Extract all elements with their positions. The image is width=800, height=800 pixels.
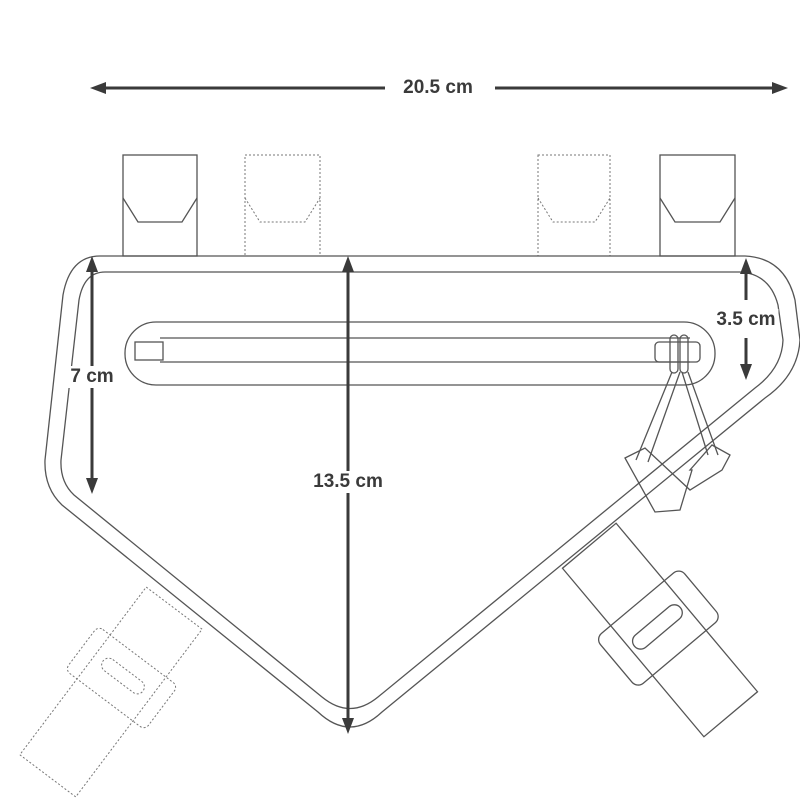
depth-arrow [740,258,752,380]
total-height-label: 13.5 cm [310,471,386,493]
bag-outer-outline [44,255,800,728]
left-lower-strap [19,586,203,798]
depth-label: 3.5 cm [713,309,779,331]
right-lower-strap [561,522,759,738]
width-arrow [90,82,788,94]
side-height-label: 7 cm [67,366,117,388]
bag-inner-outline [60,271,784,710]
total-height-arrow [342,256,354,734]
width-label: 20.5 cm [400,77,476,99]
zipper [124,321,716,386]
zipper-pull [624,371,731,513]
